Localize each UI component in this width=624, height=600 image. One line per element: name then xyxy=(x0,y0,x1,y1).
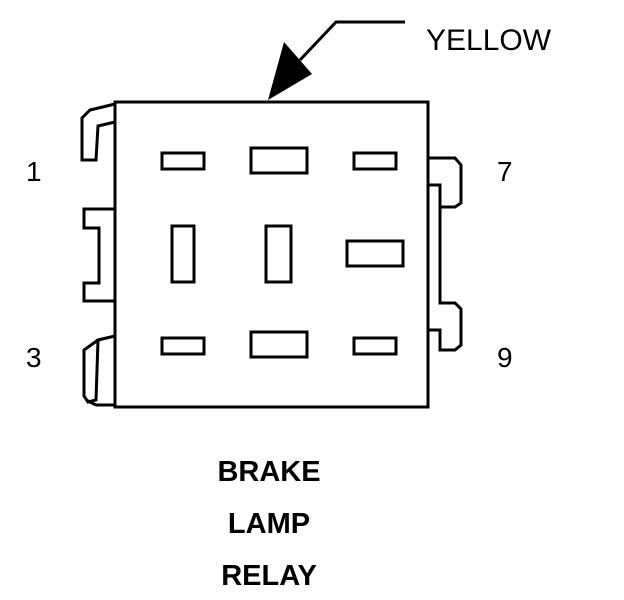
cavity-4 xyxy=(170,224,196,284)
right-latch xyxy=(428,156,463,352)
pin-label-7: 7 xyxy=(497,156,513,187)
cavity-9 xyxy=(352,336,398,356)
pin-label-9: 9 xyxy=(497,342,513,373)
cavity-5 xyxy=(264,224,293,284)
left-latch-bottom xyxy=(82,334,116,404)
cavity-1 xyxy=(160,151,206,171)
wire-color-leader xyxy=(268,20,405,100)
wire-color-label: YELLOW xyxy=(426,24,552,57)
leader-arrowhead xyxy=(268,42,312,100)
title-line-3: RELAY xyxy=(221,560,317,592)
title-line-2: LAMP xyxy=(227,508,311,540)
cavity-3 xyxy=(160,336,206,356)
terminal-cavities xyxy=(160,146,405,359)
cavity-8 xyxy=(345,239,405,268)
left-latches xyxy=(80,102,116,407)
cavity-2 xyxy=(249,146,309,175)
cavity-6 xyxy=(249,330,309,359)
pin-label-3: 3 xyxy=(26,342,42,373)
left-latch-middle xyxy=(82,207,115,303)
cavity-7 xyxy=(352,151,398,171)
title-line-1: BRAKE xyxy=(217,456,321,488)
left-latch-top xyxy=(80,102,116,162)
left-latch-bottom-edge xyxy=(85,398,115,407)
pin-label-1: 1 xyxy=(26,156,42,187)
